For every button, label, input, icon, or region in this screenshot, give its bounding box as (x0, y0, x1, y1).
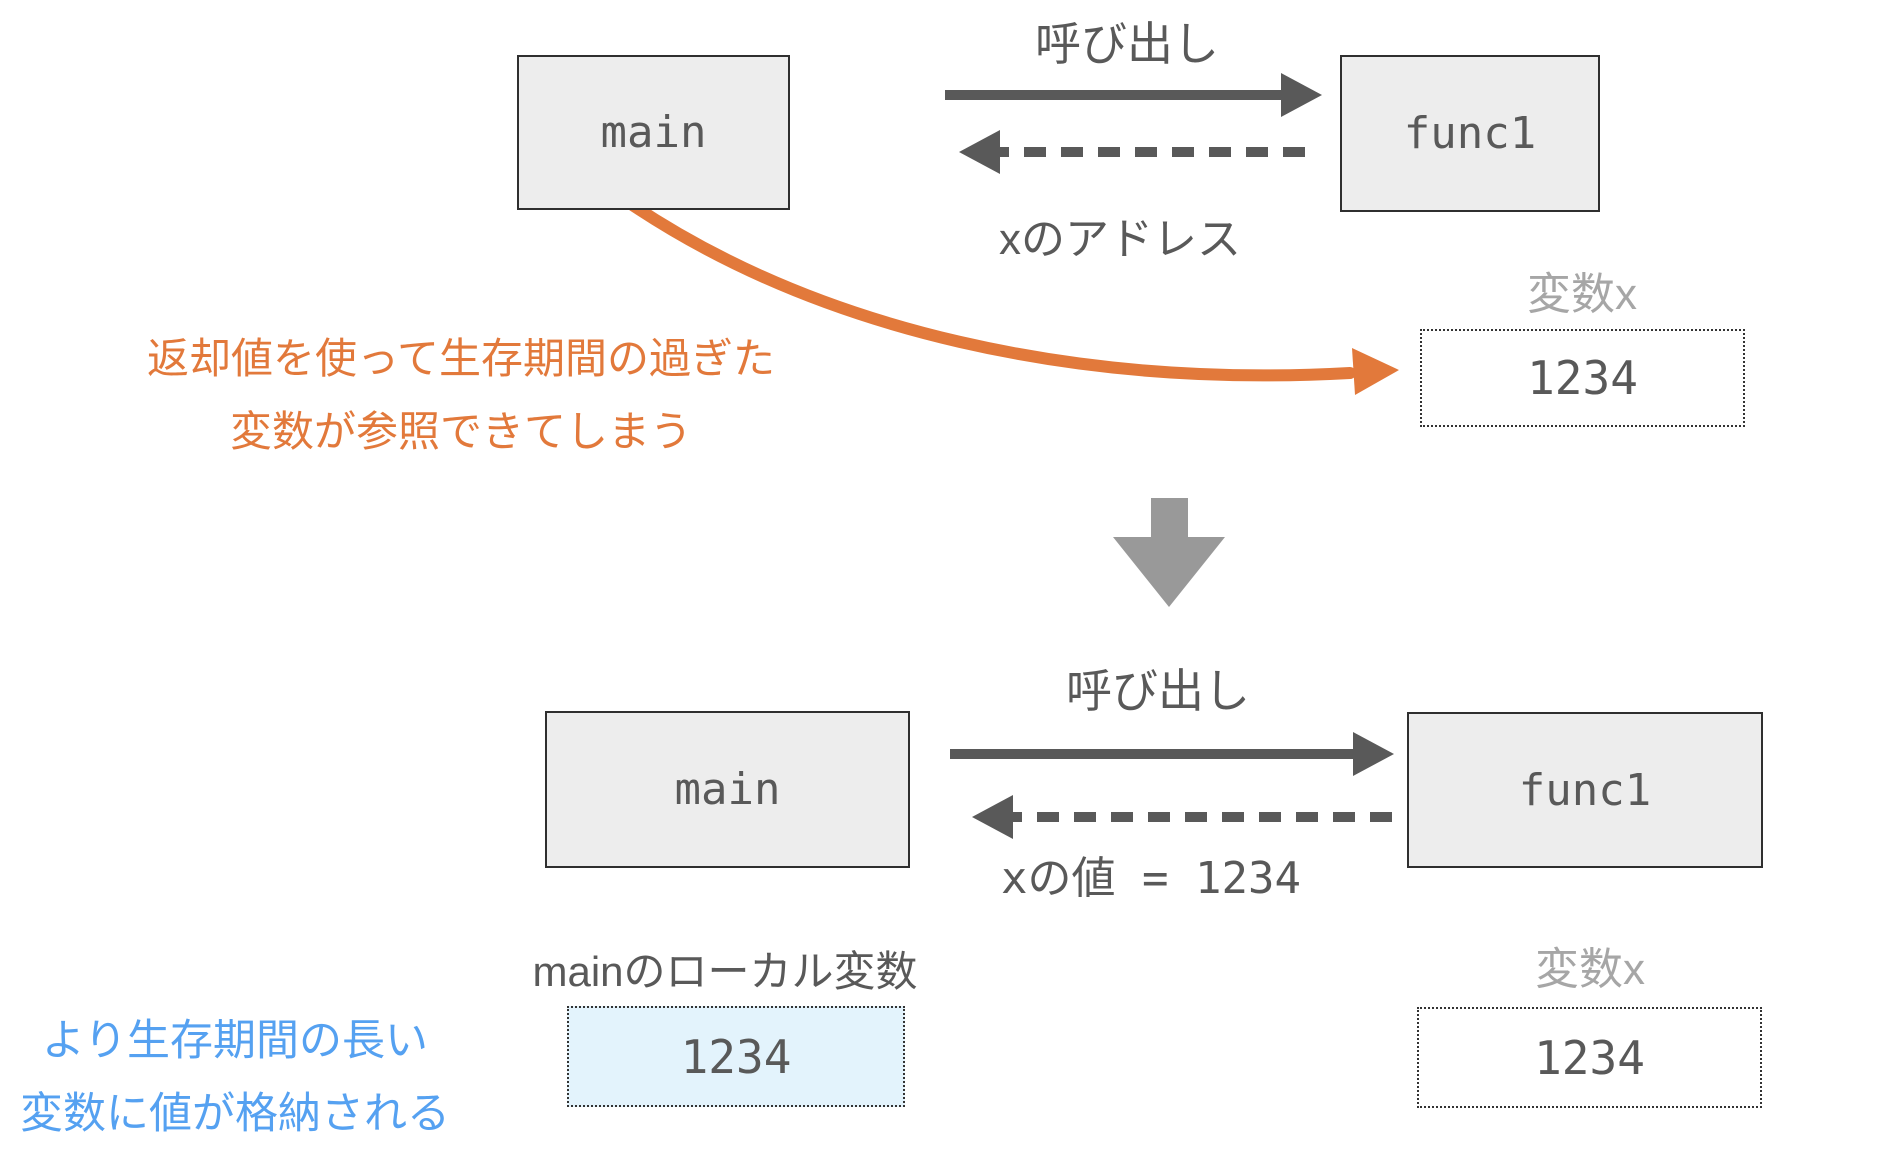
bottom-variable-x-box: 1234 (1417, 1007, 1762, 1108)
bottom-func1-box-label: func1 (1518, 764, 1652, 816)
top-call-arrow (945, 73, 1322, 117)
bottom-variable-x-value: 1234 (1534, 1030, 1645, 1085)
top-func1-box-label: func1 (1403, 108, 1537, 159)
top-return-arrow-label: xのアドレス (999, 215, 1241, 264)
top-func1-box: func1 (1340, 55, 1600, 212)
bottom-main-box-label: main (674, 764, 781, 815)
top-return-arrow (959, 130, 1312, 174)
bottom-return-arrow (972, 795, 1398, 839)
main-local-variable-label: mainのローカル変数 (532, 948, 918, 995)
longer-lifetime-note: より生存期間の長い 変数に値が格納される (0, 1005, 470, 1151)
dangling-reference-note-line1: 返却値を使って生存期間の過ぎた (147, 335, 775, 382)
main-local-variable-box: 1234 (567, 1006, 905, 1107)
dangling-reference-note: 返却値を使って生存期間の過ぎた 変数が参照できてしまう (131, 322, 791, 468)
bottom-variable-x-label: 変数x (1535, 945, 1645, 994)
dangling-reference-note-line2: 変数が参照できてしまう (229, 408, 692, 455)
top-main-box: main (517, 55, 790, 210)
bottom-return-arrow-label: xの値 = 1234 (1001, 853, 1301, 904)
longer-lifetime-note-line2: 変数に値が格納される (20, 1090, 450, 1138)
bottom-func1-box: func1 (1407, 712, 1763, 868)
longer-lifetime-note-line1: より生存期間の長い (41, 1017, 429, 1065)
bottom-call-arrow-label: 呼び出し (1066, 665, 1250, 717)
top-call-arrow-label: 呼び出し (1035, 18, 1219, 70)
top-variable-x-box: 1234 (1420, 329, 1745, 427)
main-local-variable-value: 1234 (680, 1029, 792, 1084)
bottom-call-arrow (950, 732, 1394, 776)
transition-down-arrow (1113, 498, 1225, 607)
top-main-box-label: main (600, 107, 707, 158)
top-variable-x-label: 変数x (1527, 270, 1637, 319)
top-variable-x-value: 1234 (1527, 351, 1638, 405)
bottom-main-box: main (545, 711, 910, 868)
